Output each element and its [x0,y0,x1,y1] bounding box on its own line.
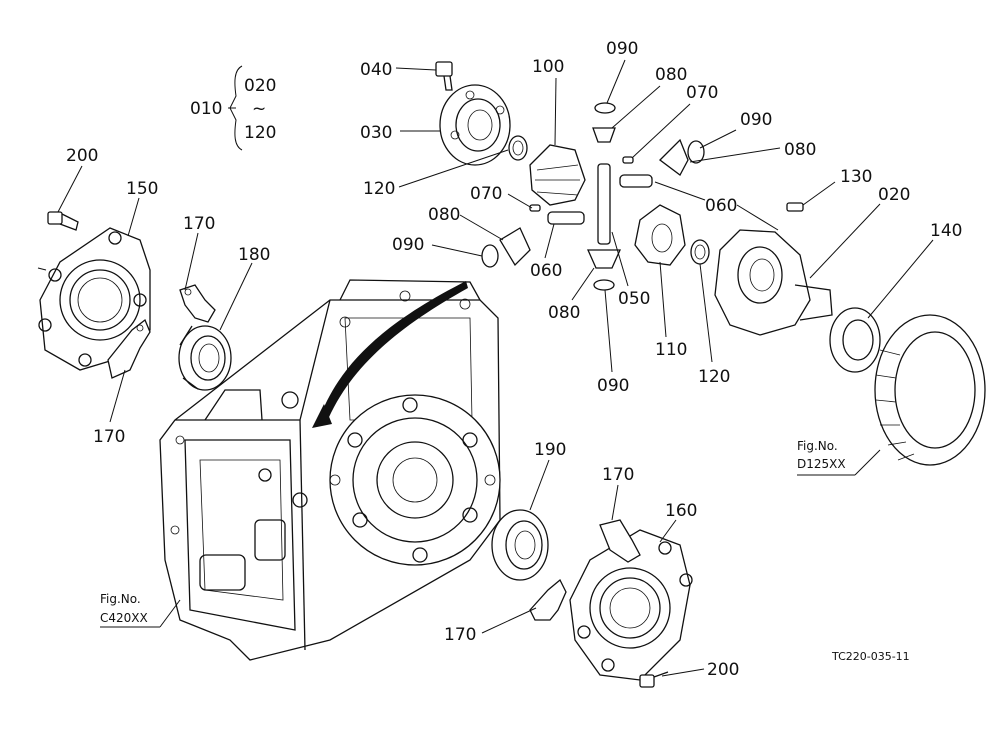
thrust-washer-120-upper [508,135,528,161]
label-060: 060 [705,196,737,216]
fig-ref-d125-line1: Fig.No. [797,439,838,453]
pinion-080-left [499,227,531,267]
group-to-label: 120 [244,123,276,143]
label-060: 060 [530,261,562,281]
part-labels: 040 100 090 080 070 090 030 080 120 060 … [66,39,962,680]
group-parent-label: 010 [190,99,222,119]
side-gear-110 [634,204,686,266]
label-090: 090 [740,110,772,130]
pin-130 [786,202,804,212]
figure-references: Fig.No. D125XX Fig.No. C420XX [100,439,846,625]
side-gear-100 [529,144,586,206]
fig-ref-c420-line2: C420XX [100,611,148,625]
label-130: 130 [840,167,872,187]
group-bracket [228,65,243,151]
bolt-200-left [47,211,79,231]
ring-gear [874,314,986,466]
label-080: 080 [655,65,687,85]
label-040: 040 [360,60,392,80]
label-180: 180 [238,245,270,265]
bearing-flange-160 [569,529,693,681]
lock-plate-170-lower-right [529,578,567,621]
label-110: 110 [655,340,687,360]
pin-070-top [622,156,634,164]
label-170: 170 [93,427,125,447]
label-200: 200 [66,146,98,166]
label-160: 160 [665,501,697,521]
lock-plate-170-upper-left [179,284,216,323]
lock-plate-170-upper-right [599,519,641,563]
leader-lines [57,59,934,677]
label-090: 090 [597,376,629,396]
ball-bearing-190 [491,509,549,581]
bolt-200-right [639,671,669,688]
label-100: 100 [532,57,564,77]
label-090: 090 [606,39,638,59]
label-050: 050 [618,289,650,309]
fig-ref-d125-line2: D125XX [797,457,846,471]
bolt-040 [435,61,453,91]
label-080: 080 [428,205,460,225]
washer-090-left [481,244,499,268]
pin-070-left [529,204,541,212]
bearing-flange-150 [37,227,151,371]
short-shaft-060-left [547,211,585,225]
label-140: 140 [930,221,962,241]
label-200: 200 [707,660,739,680]
label-020: 020 [878,185,910,205]
diff-case-cover-030 [439,84,511,166]
short-shaft-060-right [619,174,653,188]
thrust-washer-120-lower [690,239,710,265]
group-tilde: ~ [252,99,266,119]
drawing-code: TC220-035-11 [831,650,910,663]
label-080: 080 [548,303,580,323]
fig-ref-c420-line1: Fig.No. [100,592,141,606]
transmission-case [159,279,501,661]
lock-plate-170-lower-left [107,318,151,379]
label-090: 090 [392,235,424,255]
ball-bearing-180 [178,325,232,391]
pinion-080-right [659,138,689,176]
washer-090-right [687,140,705,164]
pinion-080-top [592,127,616,143]
label-170: 170 [444,625,476,645]
label-170: 170 [183,214,215,234]
ball-bearing-140 [829,307,881,373]
pinion-080-bottom [586,249,622,269]
group-label: 010 020 ~ 120 [190,76,276,143]
label-080: 080 [784,140,816,160]
label-150: 150 [126,179,158,199]
differential-case-020 [714,229,833,336]
group-from-label: 020 [244,76,276,96]
washer-090-bottom [593,279,615,291]
label-070: 070 [470,184,502,204]
label-030: 030 [360,123,392,143]
label-170: 170 [602,465,634,485]
pinion-shaft-050 [597,163,611,245]
label-070: 070 [686,83,718,103]
label-120: 120 [698,367,730,387]
label-120: 120 [363,179,395,199]
washer-090-top [594,102,616,114]
label-190: 190 [534,440,566,460]
